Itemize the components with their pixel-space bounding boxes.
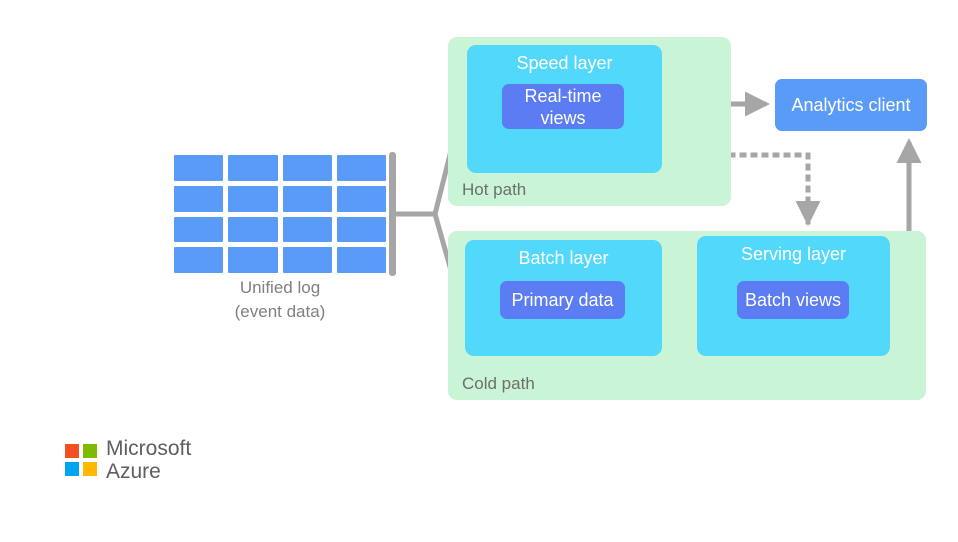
microsoft-azure-logo: Microsoft Azure [65, 437, 191, 483]
serving-layer-title: Serving layer [740, 244, 847, 264]
log-cell [282, 155, 332, 181]
unified-log-caption-line1: Unified log [239, 278, 321, 297]
log-cell [174, 155, 224, 181]
cold-path-label: Cold path [462, 374, 535, 393]
unified-log-bar [389, 152, 396, 276]
brand-line-microsoft: Microsoft [106, 437, 192, 460]
unified-log-grid [174, 155, 386, 273]
log-cell [228, 247, 278, 273]
batch-layer-box: Batch layer [465, 240, 662, 356]
real-time-views-line1: Real-time [524, 85, 602, 106]
log-cell [228, 216, 278, 243]
azure-logo-text: Microsoft Azure [106, 437, 191, 483]
log-cell [282, 185, 332, 212]
real-time-views-chip: Real-time views [502, 84, 624, 129]
microsoft-logo-icon [65, 444, 97, 476]
speed-layer-title: Speed layer [516, 53, 613, 73]
primary-data-chip: Primary data [500, 281, 625, 319]
log-cell [228, 155, 278, 181]
square-green-icon [83, 444, 97, 458]
log-cell [174, 185, 224, 212]
log-cell [174, 216, 224, 243]
brand-line-azure: Azure [106, 460, 161, 483]
log-cell [336, 216, 386, 243]
log-cell [336, 155, 386, 181]
unified-log-caption-line2: (event data) [234, 302, 326, 321]
square-yellow-icon [83, 462, 97, 476]
log-cell [282, 216, 332, 243]
log-cell [228, 185, 278, 212]
batch-layer-title: Batch layer [518, 248, 609, 268]
square-blue-icon [65, 462, 79, 476]
square-red-icon [65, 444, 79, 458]
log-cell [282, 247, 332, 273]
batch-views-chip: Batch views [737, 281, 849, 319]
log-cell [336, 247, 386, 273]
unified-log-caption: Unified log (event data) [174, 276, 386, 324]
hot-path-label: Hot path [462, 180, 527, 199]
log-cell [174, 247, 224, 273]
analytics-client-box: Analytics client [775, 79, 927, 131]
log-cell [336, 185, 386, 212]
real-time-views-line2: views [540, 107, 586, 128]
